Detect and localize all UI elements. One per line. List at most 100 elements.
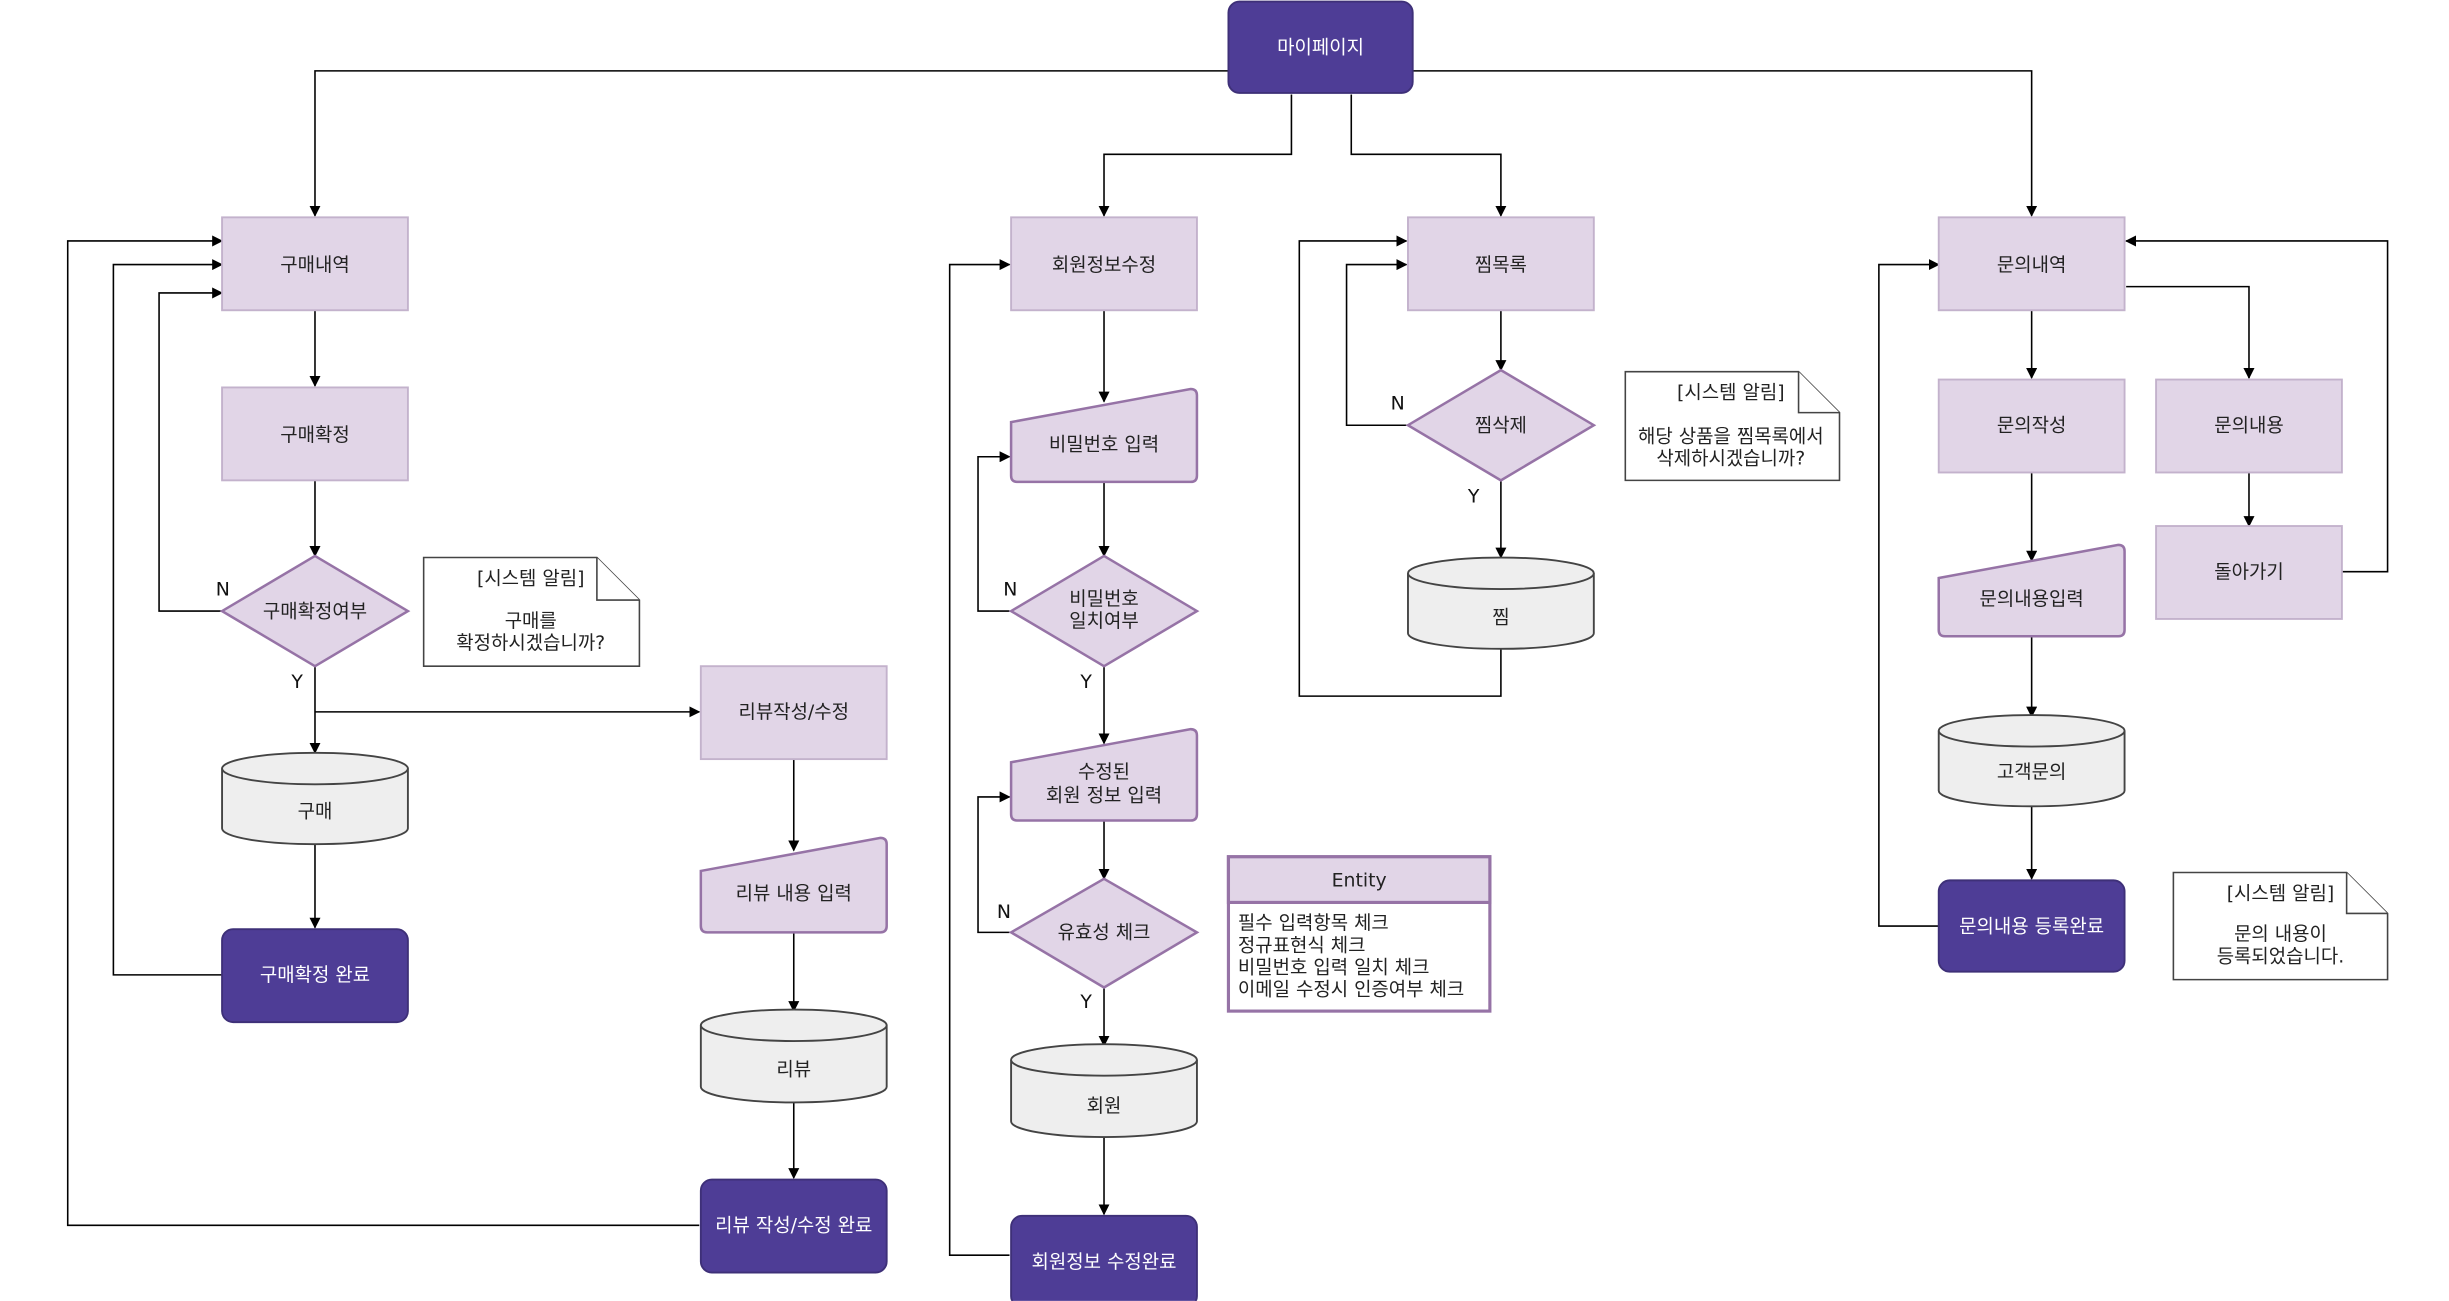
edge-purchase-done-loop	[112, 259, 224, 976]
io-edited-info-input[interactable]: 수정된 회원 정보 입력	[1009, 727, 1199, 822]
label-no: N	[997, 901, 1011, 923]
database-wish: 찜	[1407, 556, 1595, 650]
edge-wish-db-loop	[1298, 235, 1502, 697]
node-label: 문의내용	[2214, 415, 2283, 437]
database-label: 고객문의	[1997, 761, 2066, 783]
node-review-write[interactable]: 리뷰작성/수정	[699, 665, 888, 761]
node-member-edit[interactable]: 회원정보수정	[1010, 216, 1198, 312]
decision-label: 찜삭제	[1475, 415, 1527, 437]
database-label: 구매	[298, 800, 333, 822]
database-label: 찜	[1492, 607, 1509, 629]
io-label: 문의내용입력	[1980, 588, 2084, 610]
database-label: 회원	[1087, 1095, 1122, 1117]
node-purchase-confirm[interactable]: 구매확정	[221, 386, 409, 482]
decision-purchase-confirm[interactable]: 구매확정여부	[219, 554, 411, 668]
node-label: 마이페이지	[1277, 37, 1364, 59]
decision-label: 비밀번호	[1069, 588, 1138, 610]
note-line: 삭제하시겠습니까?	[1656, 448, 1805, 470]
io-review-input[interactable]: 리뷰 내용 입력	[699, 836, 888, 934]
io-label: 수정된	[1078, 761, 1130, 783]
edge-labels: N Y N Y N Y N Y	[216, 392, 1480, 1012]
note-line: 구매를	[505, 610, 557, 632]
edge-match-no-loop	[977, 451, 1011, 612]
edge-delete-no-loop	[1345, 259, 1408, 427]
decision-validity-check[interactable]: 유효성 체크	[1008, 877, 1200, 989]
terminal-inquiry-done[interactable]: 문의내용 등록완료	[1937, 879, 2126, 973]
io-inquiry-input[interactable]: 문의내용입력	[1937, 543, 2126, 638]
note-line: 문의 내용이	[2234, 923, 2327, 945]
edge-decision-no-loop	[158, 287, 224, 612]
entity-item: 이메일 수정시 인증여부 체크	[1238, 978, 1464, 1000]
edge-mypage-to-wishlist	[1350, 94, 1507, 217]
io-label: 회원 정보 입력	[1046, 785, 1162, 807]
decision-label: 유효성 체크	[1058, 922, 1151, 944]
edge-mypage-to-purchase-history	[309, 70, 1229, 217]
note-wish-alert: [시스템 알림] 해당 상품을 찜목록에서 삭제하시겠습니까?	[1624, 370, 1841, 482]
note-inquiry-alert: [시스템 알림] 문의 내용이 등록되었습니다.	[2172, 871, 2389, 981]
note-title: [시스템 알림]	[1677, 381, 1785, 403]
database-inquiry: 고객문의	[1937, 714, 2126, 808]
database-member: 회원	[1010, 1043, 1198, 1139]
label-no: N	[1003, 578, 1017, 600]
entity-box: Entity 필수 입력항목 체크 정규표현식 체크 비밀번호 입력 일치 체크…	[1226, 855, 1492, 1013]
label-yes: Y	[290, 671, 303, 693]
note-line: 등록되었습니다.	[2217, 945, 2345, 967]
node-mypage[interactable]: 마이페이지	[1227, 0, 1414, 94]
terminal-review-done[interactable]: 리뷰 작성/수정 완료	[699, 1178, 888, 1274]
terminal-label: 회원정보 수정완료	[1032, 1251, 1177, 1273]
label-yes: Y	[1079, 671, 1092, 693]
entity-item: 비밀번호 입력 일치 체크	[1238, 956, 1430, 978]
terminal-purchase-done[interactable]: 구매확정 완료	[221, 928, 409, 1024]
io-password-input[interactable]: 비밀번호 입력	[1009, 387, 1199, 484]
database-purchase: 구매	[221, 751, 409, 846]
decision-wish-delete[interactable]: 찜삭제	[1405, 368, 1597, 482]
node-wishlist[interactable]: 찜목록	[1407, 216, 1595, 312]
node-purchase-history[interactable]: 구매내역	[221, 216, 409, 312]
io-label: 리뷰 내용 입력	[736, 882, 852, 904]
node-label: 찜목록	[1475, 254, 1527, 276]
decision-label: 구매확정여부	[263, 600, 367, 622]
edge-validity-no-loop	[977, 791, 1011, 934]
edge-inquiry-history-to-content	[2126, 285, 2255, 380]
note-line: 확정하시겠습니까?	[456, 632, 605, 654]
terminal-label: 구매확정 완료	[260, 964, 370, 986]
note-title: [시스템 알림]	[2227, 882, 2335, 904]
node-label: 문의내역	[1997, 254, 2066, 276]
entity-item: 필수 입력항목 체크	[1238, 912, 1389, 934]
label-no: N	[1391, 392, 1405, 414]
terminal-label: 리뷰 작성/수정 완료	[715, 1215, 872, 1237]
edge-mypage-to-member-edit	[1098, 94, 1293, 217]
edge-member-done-loop	[948, 259, 1011, 1256]
decision-password-match[interactable]: 비밀번호 일치여부	[1008, 554, 1200, 668]
edge-mypage-to-inquiry-history	[1412, 70, 2038, 217]
note-purchase-alert: [시스템 알림] 구매를 확정하시겠습니까?	[422, 556, 641, 667]
node-label: 구매확정	[280, 424, 349, 446]
entity-title: Entity	[1332, 870, 1387, 892]
edges	[66, 70, 2389, 1256]
node-label: 회원정보수정	[1052, 254, 1156, 276]
note-title: [시스템 알림]	[477, 567, 585, 589]
terminal-member-done[interactable]: 회원정보 수정완료	[1010, 1214, 1198, 1301]
label-no: N	[216, 578, 230, 600]
edge-inquiry-done-loop	[1878, 259, 1940, 927]
node-label: 돌아가기	[2214, 561, 2283, 583]
node-label: 구매내역	[280, 254, 349, 276]
terminal-label: 문의내용 등록완료	[1959, 915, 2104, 937]
database-review: 리뷰	[699, 1008, 888, 1104]
node-inquiry-history[interactable]: 문의내역	[1937, 216, 2126, 312]
node-inquiry-content[interactable]: 문의내용	[2155, 378, 2343, 474]
edge-review-done-loop	[66, 235, 700, 1227]
edge-back-loop	[2125, 235, 2389, 573]
label-yes: Y	[1467, 485, 1480, 507]
node-go-back[interactable]: 돌아가기	[2155, 525, 2343, 620]
io-label: 비밀번호 입력	[1049, 433, 1159, 455]
entity-item: 정규표현식 체크	[1238, 934, 1366, 956]
node-label: 문의작성	[1997, 415, 2066, 437]
node-label: 리뷰작성/수정	[738, 701, 849, 723]
note-line: 해당 상품을 찜목록에서	[1638, 426, 1824, 448]
decision-label: 일치여부	[1069, 610, 1138, 632]
database-label: 리뷰	[776, 1059, 811, 1081]
node-inquiry-write[interactable]: 문의작성	[1937, 378, 2126, 474]
